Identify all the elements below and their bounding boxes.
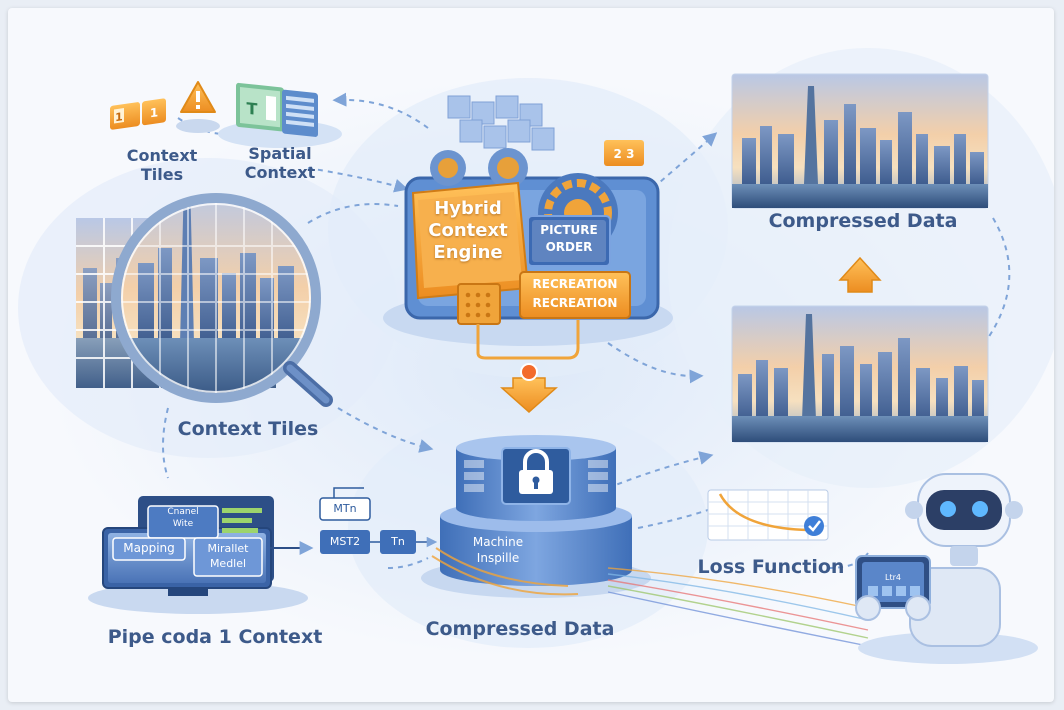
monitor-channel: Cnanel Wite bbox=[167, 507, 199, 529]
flow-box-left: MST2 bbox=[329, 535, 361, 548]
down-arrow-icon bbox=[500, 363, 558, 414]
compressed-image-bottom bbox=[731, 305, 989, 443]
label-pipeline-context: Pipe coda 1 Context bbox=[107, 626, 323, 648]
engine-title: Hybrid Context Engine bbox=[428, 198, 508, 263]
database-label: Machine Inspille bbox=[472, 535, 524, 565]
monitor-model: Mirallet Medlel bbox=[207, 542, 249, 570]
spatial-letter-text: T bbox=[247, 99, 258, 119]
engine-picture-order: PICTURE ORDER bbox=[540, 223, 598, 254]
label-compressed-data-right: Compressed Data bbox=[768, 210, 958, 232]
up-arrow-icon bbox=[838, 256, 882, 293]
tile-a-text: 1 bbox=[115, 110, 123, 124]
label-context-tiles-top: Context Tiles bbox=[126, 146, 198, 184]
label-compressed-data-bottom: Compressed Data bbox=[425, 618, 615, 640]
label-spatial-context: Spatial Context bbox=[244, 144, 316, 182]
tablet-text: Ltr4 bbox=[885, 573, 901, 582]
spatial-context-icon: T bbox=[218, 82, 342, 148]
label-context-tiles: Context Tiles bbox=[177, 418, 319, 440]
loss-function-chart bbox=[707, 489, 829, 541]
diagram-svg: 1 1 T bbox=[18, 48, 1054, 664]
engine-recreation: RECREATION RECREATION bbox=[532, 277, 618, 310]
hybrid-context-engine: 2 3 bbox=[383, 95, 673, 360]
flow-box-group bbox=[319, 487, 438, 554]
magnifier-icon bbox=[111, 193, 333, 407]
machine-database bbox=[421, 435, 651, 598]
pipeline-monitor bbox=[88, 496, 314, 614]
robot-icon: Ltr4 bbox=[855, 473, 1038, 664]
monitor-mapping: Mapping bbox=[123, 541, 175, 555]
flow-box-top: MTn bbox=[333, 502, 357, 515]
flow-box-right: Tn bbox=[391, 535, 405, 548]
diagram-canvas: 1 1 T bbox=[8, 8, 1054, 702]
tile-b-text: 1 bbox=[150, 105, 158, 120]
data-streaks bbox=[607, 567, 869, 647]
label-loss-function: Loss Function bbox=[697, 556, 845, 578]
warning-icon bbox=[176, 81, 220, 133]
context-tiles-icon: 1 1 bbox=[110, 98, 166, 130]
engine-counter-text: 2 3 bbox=[614, 147, 635, 161]
compressed-image-top bbox=[731, 73, 989, 209]
